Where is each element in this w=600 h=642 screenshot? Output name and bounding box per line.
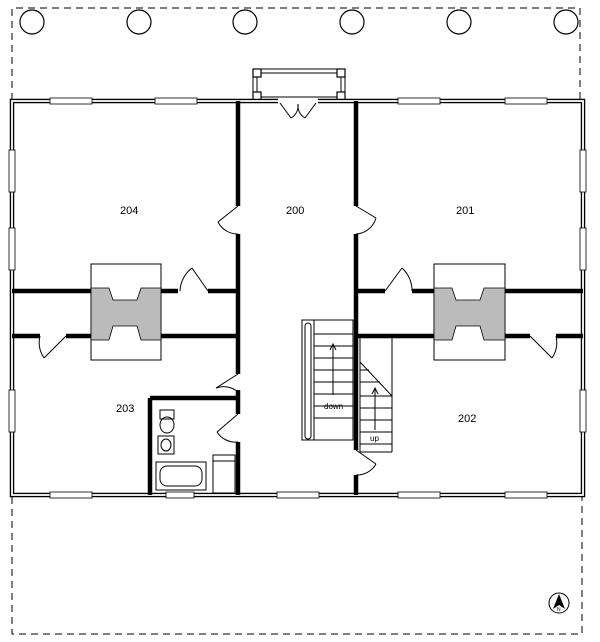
- window: [8, 227, 16, 271]
- stair-up: up: [359, 336, 393, 453]
- window: [8, 389, 16, 433]
- rear-porch-outline: [11, 497, 583, 635]
- door-bath: [216, 413, 239, 443]
- porch-column: [339, 9, 365, 35]
- room-label-203: 203: [116, 403, 134, 415]
- north-arrow-label: N: [557, 607, 561, 613]
- interior-walls: [12, 101, 583, 495]
- window: [504, 491, 548, 499]
- door-200-202: [355, 449, 377, 476]
- window: [49, 97, 93, 105]
- balcony-door: [278, 98, 318, 119]
- bathtub-icon: [155, 461, 207, 491]
- window: [397, 491, 441, 499]
- window: [504, 97, 548, 105]
- room-labels: 200 201 202 203 204: [116, 205, 476, 425]
- porch-column: [126, 9, 152, 35]
- window: [579, 389, 587, 433]
- stair-up-label: up: [370, 434, 379, 443]
- door-closet-202: [529, 335, 558, 359]
- room-label-202: 202: [458, 413, 476, 425]
- window: [8, 149, 16, 193]
- stair-down-label: down: [324, 402, 343, 411]
- window: [49, 491, 93, 499]
- toilet-icon: [159, 409, 175, 434]
- window: [276, 491, 320, 499]
- porch-columns: [19, 9, 579, 35]
- porch-column: [446, 9, 472, 35]
- window: [579, 149, 587, 193]
- windows: [8, 97, 587, 499]
- porch-column: [19, 9, 45, 35]
- room-label-200: 200: [286, 205, 304, 217]
- room-label-201: 201: [456, 205, 474, 217]
- door-closet-201: [384, 267, 413, 292]
- door-closet-204: [179, 267, 209, 292]
- chimney-left: [90, 263, 162, 361]
- window: [165, 491, 195, 499]
- bathroom-fixtures: [155, 409, 236, 494]
- door-closet-203: [38, 335, 67, 359]
- window: [154, 97, 198, 105]
- balcony: [252, 68, 346, 101]
- stair-down: down: [301, 319, 354, 441]
- sink-icon: [157, 435, 175, 455]
- door-200-204: [217, 205, 239, 235]
- window: [579, 227, 587, 271]
- room-label-204: 204: [120, 205, 138, 217]
- north-arrow-icon: N: [548, 592, 570, 614]
- door-200-203: [215, 373, 239, 393]
- linen-closet: [212, 454, 236, 494]
- porch-column: [232, 9, 258, 35]
- front-porch-outline: [11, 7, 581, 100]
- stair-up-treads: [360, 369, 392, 445]
- doors: [38, 205, 558, 476]
- window: [397, 97, 441, 105]
- porch-column: [553, 9, 579, 35]
- door-200-201: [355, 205, 377, 235]
- chimney-right: [433, 263, 506, 361]
